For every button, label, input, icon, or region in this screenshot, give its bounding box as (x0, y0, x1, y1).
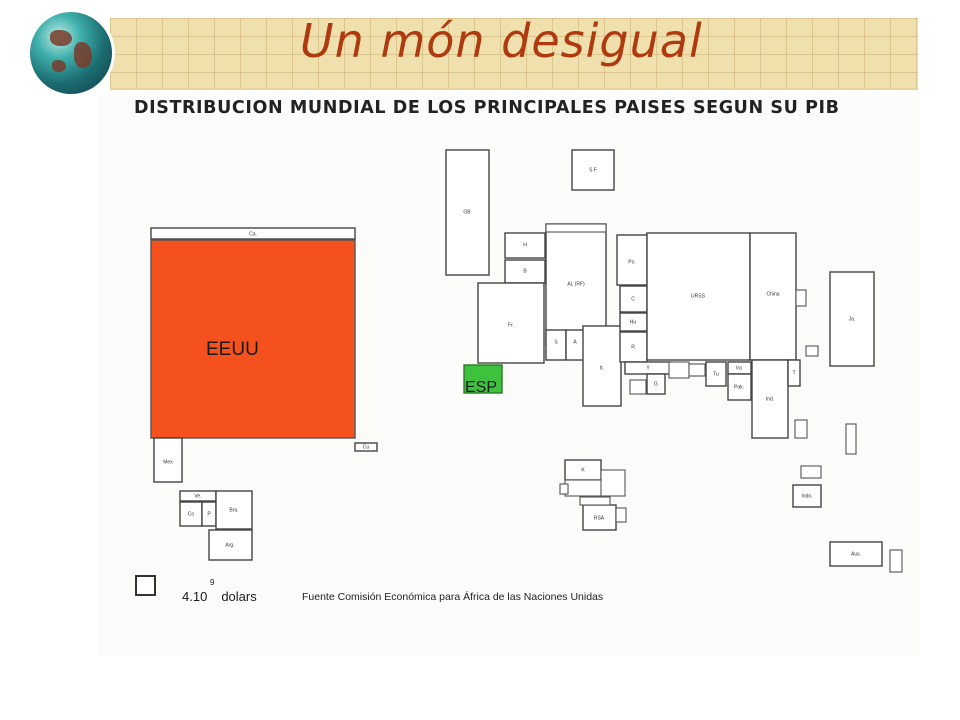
country-sf (571, 149, 615, 191)
label-fr: Fr. (508, 322, 514, 328)
country-ind (751, 359, 789, 439)
country-t (787, 359, 801, 387)
label-indo: Indo. (801, 493, 812, 499)
country-po (616, 234, 648, 286)
label-gb: GB (463, 209, 471, 215)
label-t: T (792, 370, 795, 376)
country-urss (646, 232, 751, 361)
label-mex: Mex (163, 459, 173, 465)
label-it: It. (600, 365, 604, 371)
country-ja (829, 271, 875, 367)
label-ind: Ind. (766, 396, 774, 402)
label-ve: Ve. (194, 493, 201, 499)
label-pe: P (207, 511, 211, 517)
label-c: C (631, 296, 635, 302)
label-rsa: RSA (594, 515, 605, 521)
label-aus: Aus. (851, 551, 861, 557)
label-po: Po. (628, 259, 636, 265)
country-mex (153, 437, 183, 483)
country-pak (727, 373, 752, 401)
country-arg (208, 529, 253, 561)
label-b: B (523, 268, 527, 274)
country-it (582, 325, 622, 407)
label-r: R (631, 344, 635, 350)
legend-swatch (135, 575, 156, 596)
label-y: Y (646, 365, 650, 371)
legend-value-prefix: 4.10 (182, 589, 208, 604)
country-usa (150, 239, 356, 439)
country-indo (792, 484, 822, 508)
country-cu (354, 442, 378, 452)
label-cu: Cu (363, 444, 370, 450)
label-pak: Pak. (734, 384, 744, 390)
label-a: A (573, 339, 577, 345)
country-h (504, 232, 546, 259)
country-esp (463, 364, 503, 394)
title-banner (110, 18, 918, 90)
label-co: Co (188, 511, 195, 517)
label-china: China (766, 291, 779, 297)
country-rsa (582, 504, 617, 531)
country-fr (477, 282, 545, 364)
label-al: AL (RF) (567, 281, 585, 287)
country-r (619, 331, 648, 363)
label-sf: S F (589, 167, 597, 173)
label-ca: Ca. (249, 231, 257, 237)
label-s: S (554, 339, 558, 345)
diagram-heading: DISTRIBUCION MUNDIAL DE LOS PRINCIPALES … (134, 98, 840, 118)
label-arg: Arg. (225, 542, 234, 548)
country-gb (445, 149, 490, 276)
country-tu (705, 361, 727, 387)
label-hu: Hu (630, 319, 637, 325)
label-ja: Ja. (849, 316, 856, 322)
source-note: Fuente Comisión Económica para África de… (302, 591, 604, 603)
country-ca (150, 227, 356, 240)
slide-title: Un món desigual (300, 14, 703, 68)
label-urss: URSS (691, 293, 706, 299)
country-c (619, 285, 648, 313)
label-bra: Bra. (229, 507, 238, 513)
label-g: G (654, 381, 658, 387)
country-g (646, 373, 666, 395)
label-usa: EEUU (206, 339, 259, 360)
label-tu: Tu (713, 371, 719, 377)
country-aus (829, 541, 883, 567)
legend-value-exponent: 9 (210, 578, 215, 587)
country-bra (215, 490, 253, 530)
label-esp: ESP (465, 379, 497, 396)
label-ira: Ira (736, 365, 742, 371)
label-h: H (523, 242, 527, 248)
legend-value-unit: dolars (221, 589, 257, 604)
globe-icon (30, 12, 112, 94)
label-k: K (581, 467, 585, 473)
